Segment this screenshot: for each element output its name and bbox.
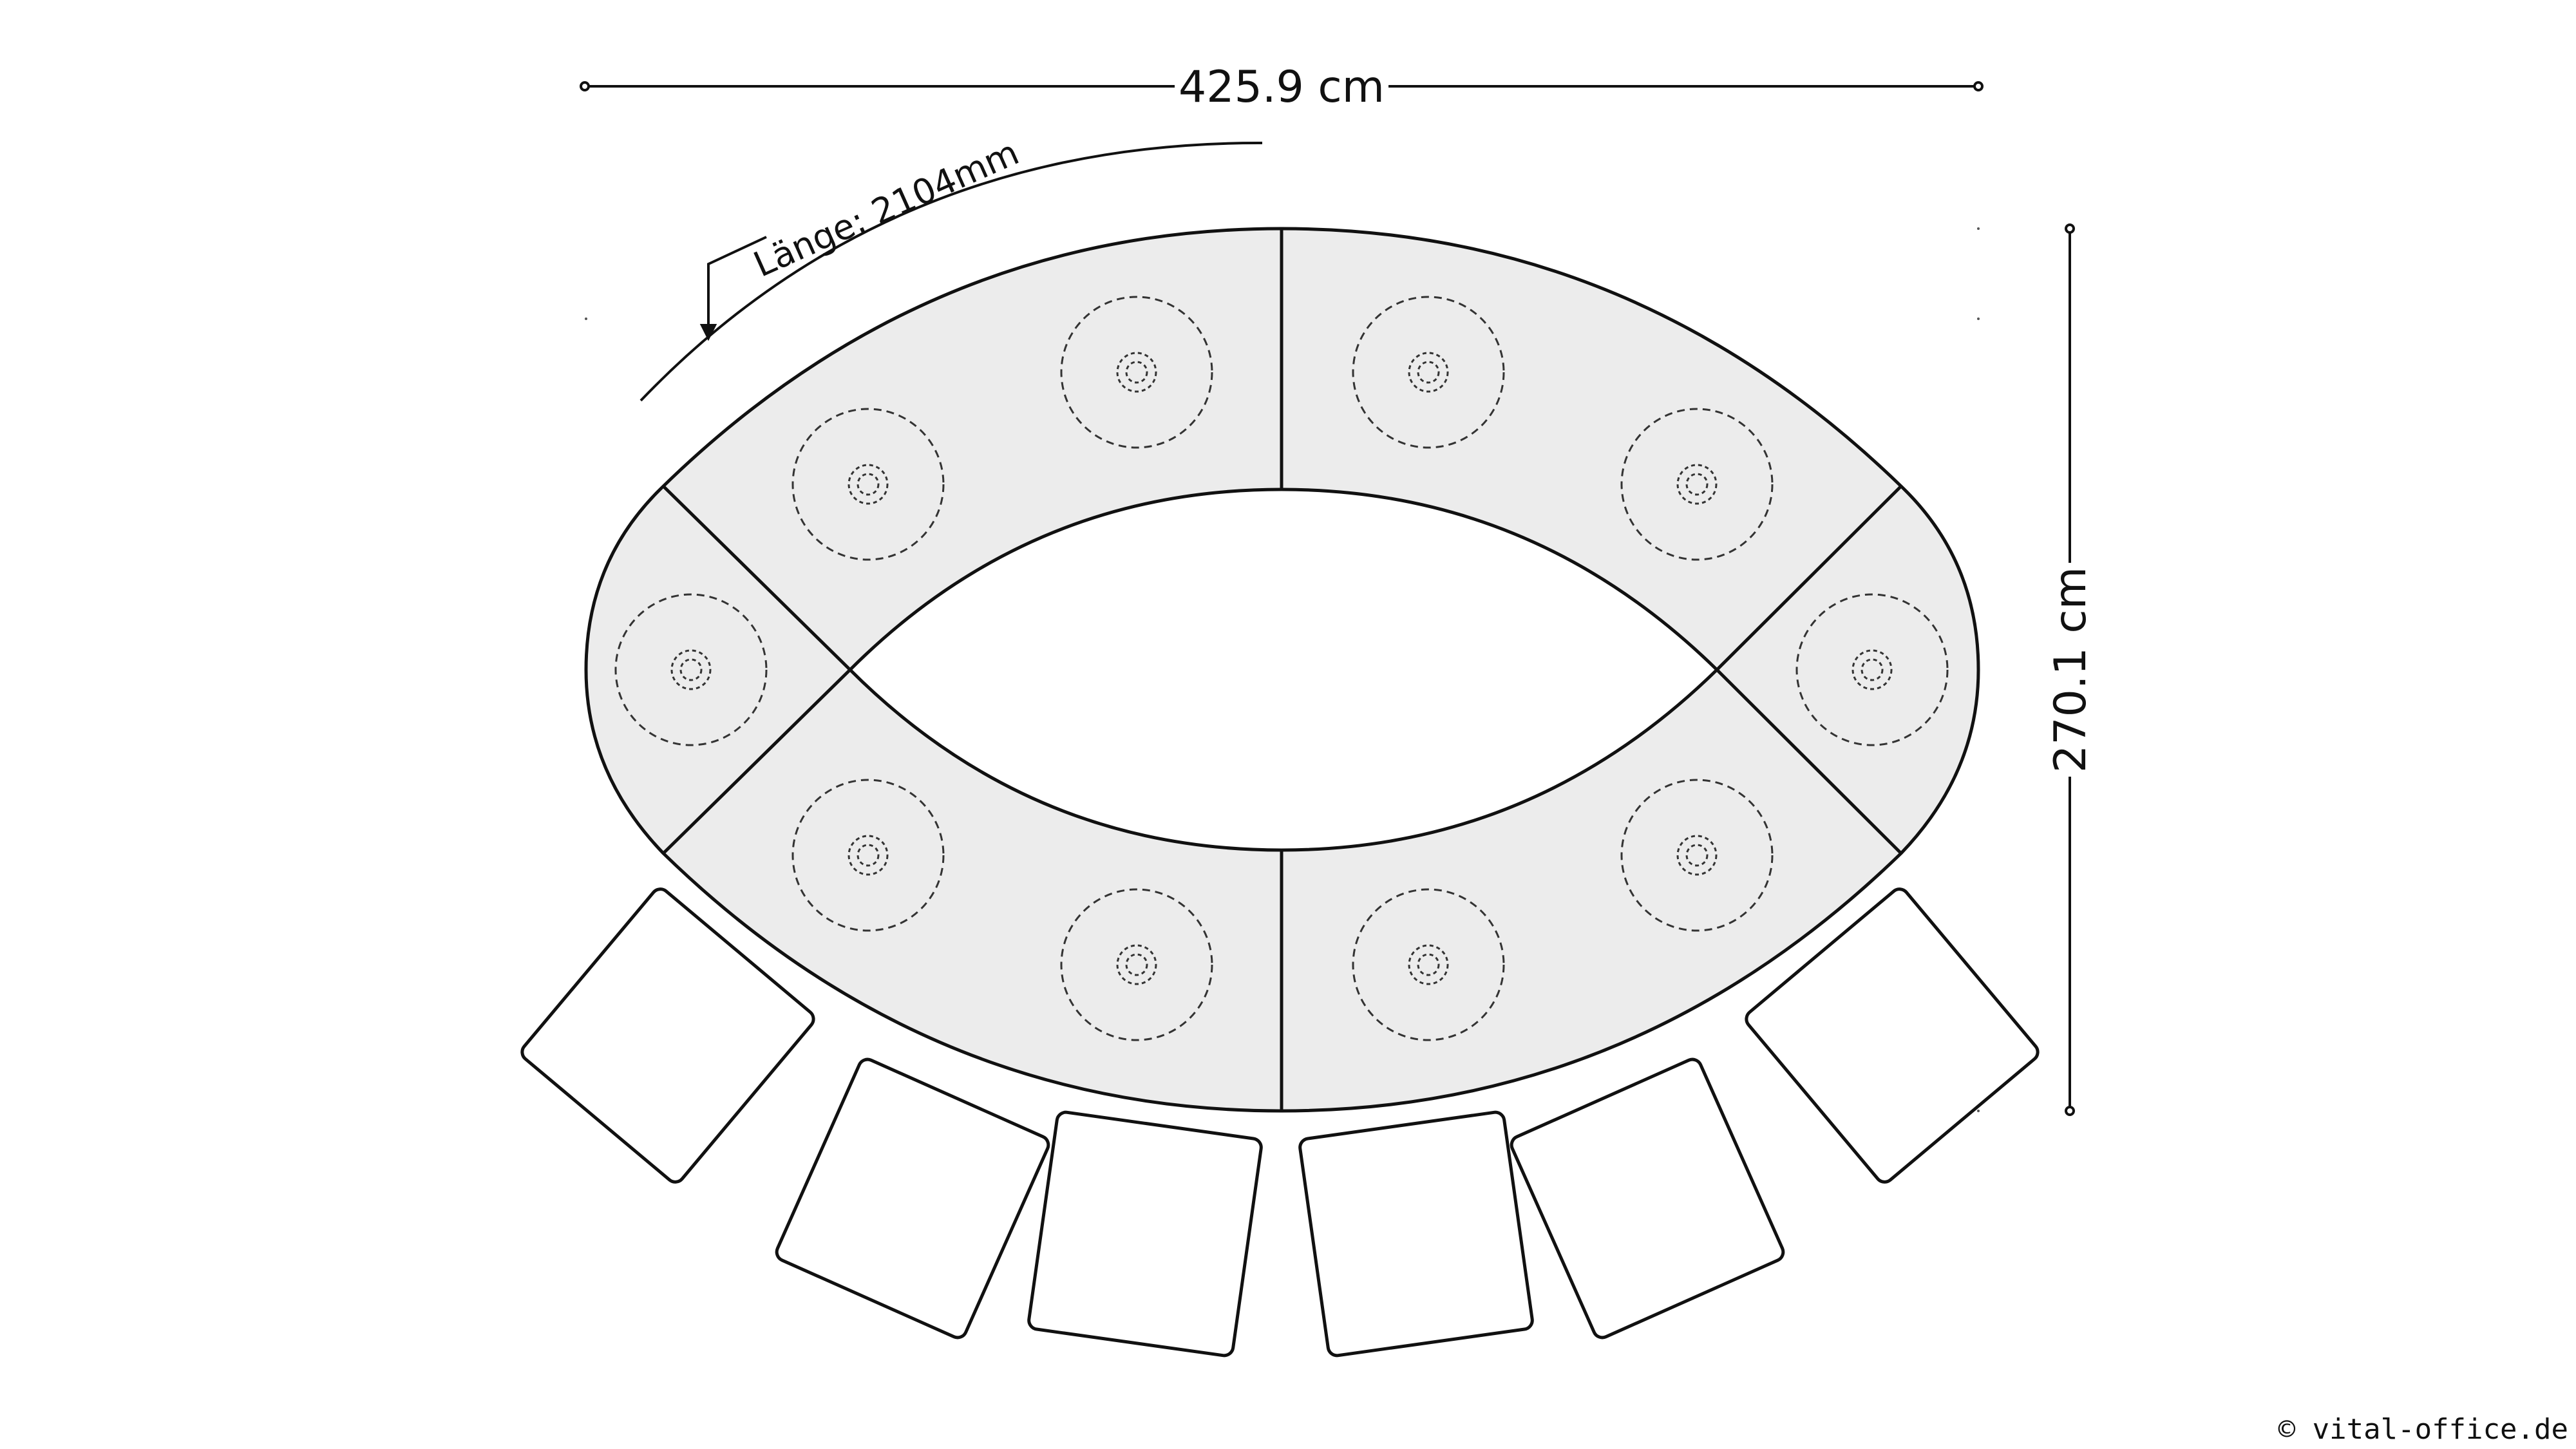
cable-outlets: [614, 296, 1949, 1041]
cable-outlet: [1795, 593, 1949, 746]
cable-outlet: [1060, 296, 1213, 449]
cable-outlet: [1060, 888, 1213, 1041]
chair: [775, 1057, 1050, 1340]
chair: [1027, 1110, 1263, 1358]
cable-outlet: [1620, 408, 1774, 561]
segment-divider-top-left: [662, 485, 851, 671]
segment-divider-bottom-left: [662, 668, 851, 855]
chair: [520, 887, 815, 1184]
cable-outlet: [791, 779, 945, 932]
chair: [1745, 887, 2040, 1184]
registration-marks: [585, 227, 1980, 1112]
chair: [1298, 1110, 1534, 1358]
chair: [1510, 1057, 1785, 1340]
copyright-notice: © vital-office.de: [2278, 1413, 2568, 1446]
cable-outlet: [791, 408, 945, 561]
cable-outlet: [614, 593, 768, 746]
chairs: [520, 887, 2040, 1358]
cable-outlet: [1352, 296, 1505, 449]
segment-divider-bottom-right: [1716, 668, 1902, 855]
segment-length-indicator: [639, 141, 1263, 402]
width-dimension-label: 425.9 cm: [1175, 66, 1388, 109]
cable-outlet: [1620, 779, 1774, 932]
height-dimension-label: 270.1 cm: [2045, 563, 2096, 777]
segment-divider-top-right: [1716, 485, 1902, 671]
cable-outlet: [1352, 888, 1505, 1041]
